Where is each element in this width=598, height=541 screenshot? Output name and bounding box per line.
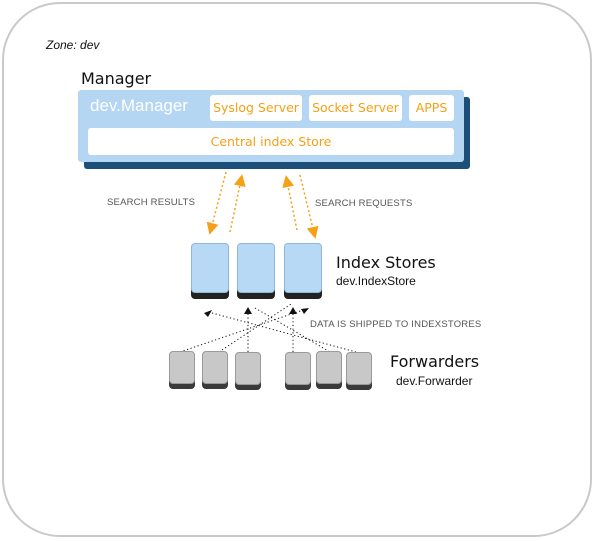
forwarder-name: dev.Forwarder	[396, 374, 473, 388]
forwarder-2	[202, 351, 228, 389]
manager-heading: Manager	[81, 69, 152, 88]
manager-title: dev.Manager	[90, 96, 188, 115]
search-results-label: SEARCH RESULTS	[107, 197, 196, 208]
arrowhead-store1	[204, 310, 212, 317]
forwarder-link-5	[221, 303, 292, 351]
search-requests-label: SEARCH REQUESTS	[315, 198, 413, 209]
forwarder-6	[346, 352, 372, 390]
index-stores-heading: Index Stores	[336, 253, 436, 272]
central-index-store: Central index Store	[88, 128, 454, 155]
arrowhead-store3b	[301, 308, 309, 314]
apps-chip: APPS	[409, 95, 454, 121]
index-store-2	[237, 243, 275, 299]
socket-server-chip: Socket Server	[309, 95, 402, 121]
index-store-3	[284, 243, 322, 299]
syslog-server-chip: Syslog Server	[210, 95, 302, 121]
forwarder-5	[316, 351, 342, 389]
forwarder-link-2	[211, 312, 357, 353]
search-requests-arrow-up	[282, 175, 298, 231]
index-store-1	[191, 243, 229, 299]
forwarder-3	[235, 352, 261, 390]
arrowhead-store2	[244, 307, 252, 314]
forwarders-heading: Forwarders	[390, 352, 480, 371]
forwarder-1	[169, 351, 195, 389]
forwarder-link-1	[179, 308, 307, 353]
search-results-arrow-up	[229, 174, 246, 233]
search-results-arrow-down	[206, 171, 227, 235]
arrowhead-store3a	[289, 307, 297, 314]
forwarder-4	[285, 352, 311, 390]
search-requests-arrow-down	[299, 174, 319, 239]
data-shipped-label: DATA IS SHIPPED TO INDEXSTORES	[310, 319, 482, 330]
zone-label: Zone: dev	[46, 38, 100, 52]
index-store-name: dev.IndexStore	[336, 274, 416, 288]
